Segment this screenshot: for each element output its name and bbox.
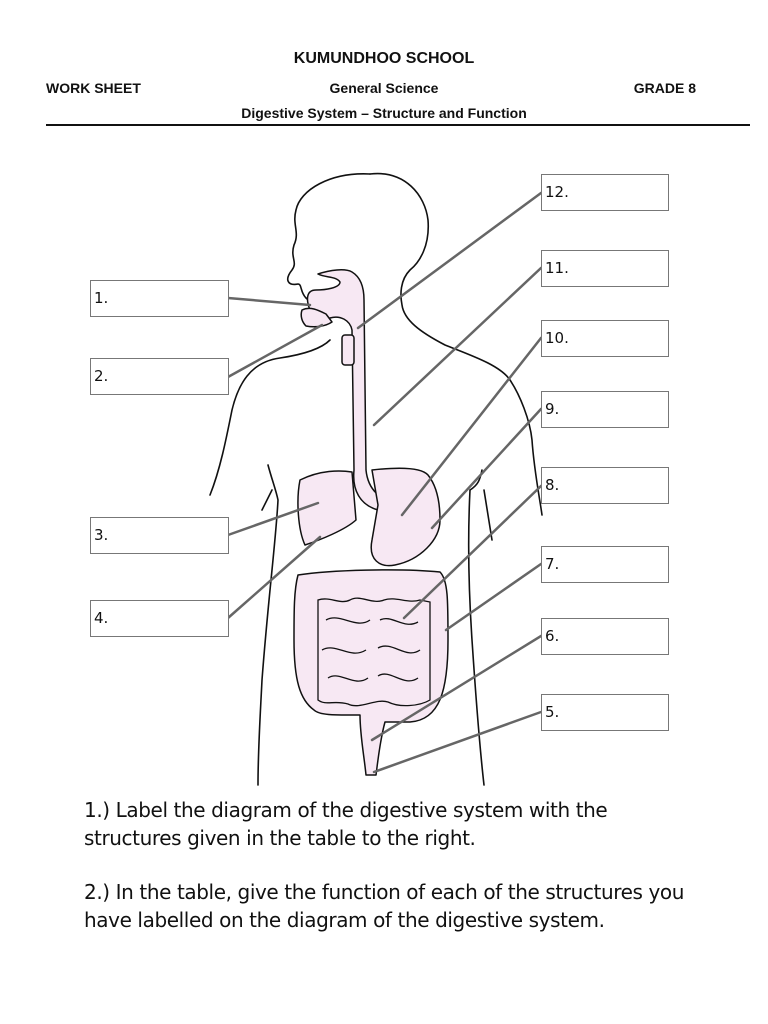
label-box-4[interactable]: 4. [90,600,229,637]
pointer-lines [226,191,543,774]
label-box-11[interactable]: 11. [541,250,669,287]
label-box-10[interactable]: 10. [541,320,669,357]
label-box-9[interactable]: 9. [541,391,669,428]
grade-label: GRADE 8 [633,80,696,96]
small-intestine [317,597,431,707]
topic-title: Digestive System – Structure and Functio… [241,105,527,121]
label-box-3[interactable]: 3. [90,517,229,554]
label-box-2[interactable]: 2. [90,358,229,395]
label-box-7[interactable]: 7. [541,546,669,583]
header-divider [46,124,750,126]
instruction-2: 2.) In the table, give the function of e… [84,880,685,932]
label-box-1[interactable]: 1. [90,280,229,317]
instruction-1: 1.) Label the diagram of the digestive s… [84,798,608,850]
label-box-8[interactable]: 8. [541,467,669,504]
label-box-6[interactable]: 6. [541,618,669,655]
body-outline [209,172,543,786]
digestive-system-diagram [209,172,543,786]
label-box-12[interactable]: 12. [541,174,669,211]
school-name: KUMUNDHOO SCHOOL [293,50,475,67]
label-box-5[interactable]: 5. [541,694,669,731]
subject-label: General Science [329,80,439,96]
worksheet-label: WORK SHEET [46,80,141,96]
